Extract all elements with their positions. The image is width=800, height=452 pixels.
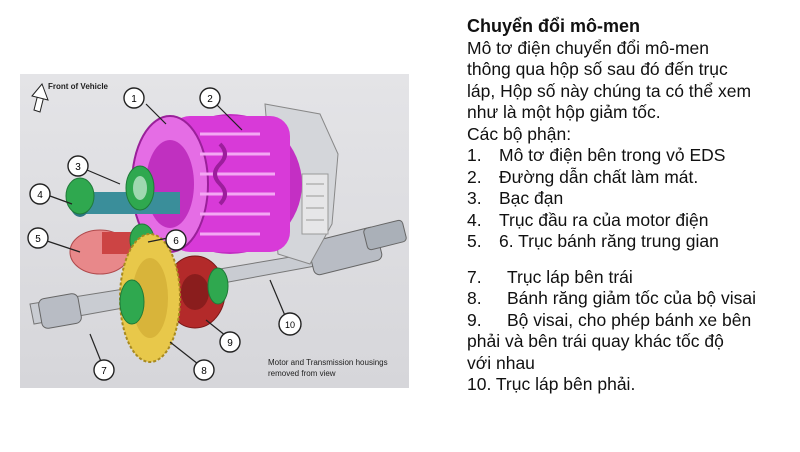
svg-text:1: 1 [131, 94, 137, 105]
svg-text:9: 9 [227, 338, 233, 349]
list-continuation: phải và bên trái quay khác tốc độ [467, 331, 724, 351]
list-text: Bánh răng giảm tốc của bộ visai [507, 288, 757, 308]
callout-7: 7 [93, 359, 115, 381]
callout-10: 10 [278, 312, 302, 336]
list-text: Mô tơ điện bên trong vỏ EDS [499, 145, 726, 165]
list-number: 8. [467, 288, 482, 308]
drivetrain-figure: Front of Vehicle [20, 74, 409, 388]
svg-text:8: 8 [201, 366, 207, 377]
list-continuation: với nhau [467, 352, 535, 373]
list-item: 2. Đường dẫn chất làm mát. [467, 167, 792, 189]
callout-4: 4 [29, 183, 51, 205]
list-item: 8. Bánh răng giảm tốc của bộ visai [467, 288, 792, 310]
list-text: Trục đầu ra của motor điện [499, 209, 709, 230]
callout-3: 3 [67, 155, 89, 177]
callout-1: 1 [123, 87, 145, 109]
list-text: 6. Trục bánh răng trung gian [499, 231, 719, 251]
callout-2: 2 [199, 87, 221, 109]
paragraph-line: Mô tơ điện chuyển đổi mô-men [467, 37, 710, 58]
list-text: Đường dẫn chất làm mát. [499, 166, 699, 187]
list-item: 1. Mô tơ điện bên trong vỏ EDS [467, 145, 792, 167]
list-number: 5. [467, 231, 482, 251]
svg-text:7: 7 [101, 366, 107, 377]
list-item: 7. Trục láp bên trái [467, 267, 792, 289]
paragraph-line: láp, Hộp số này chúng ta có thể xem [467, 80, 752, 101]
list-text: Bộ visai, cho phép bánh xe bên [507, 309, 752, 330]
list-text: Trục láp bên trái [507, 266, 633, 287]
list-number: 1. [467, 145, 482, 165]
list-item-10: 10. Trục láp bên phải. [467, 374, 636, 394]
list-number: 4. [467, 209, 482, 230]
list-number: 3. [467, 188, 482, 208]
list-item: 3. Bạc đạn [467, 188, 792, 210]
svg-text:6: 6 [173, 236, 179, 247]
list-number: 7. [467, 266, 482, 287]
svg-text:3: 3 [75, 162, 81, 173]
list-text: Bạc đạn [499, 188, 564, 208]
svg-text:4: 4 [37, 190, 43, 201]
svg-text:2: 2 [207, 94, 213, 105]
final-drive-gear [119, 233, 181, 363]
paragraph-line: thông qua hộp số sau đó đến trục [467, 59, 728, 79]
front-arrow-icon [31, 83, 49, 113]
callout-markers: 1 2 3 4 5 6 7 8 9 10 [27, 87, 302, 381]
list-number: 2. [467, 166, 482, 187]
paragraph-line: như là một hộp giảm tốc. [467, 102, 661, 122]
callout-8: 8 [193, 359, 215, 381]
list-item: 4. Trục đầu ra của motor điện [467, 210, 792, 232]
parts-title: Các bộ phận: [467, 123, 572, 144]
callout-6: 6 [165, 229, 187, 251]
list-item: 5. 6. Trục bánh răng trung gian [467, 231, 792, 253]
svg-text:5: 5 [35, 234, 41, 245]
svg-text:10: 10 [285, 320, 295, 330]
section-heading: Chuyển đổi mô-men [467, 16, 641, 36]
callout-lines [43, 103, 287, 365]
motor-output-shaft [65, 165, 180, 217]
left-axle-shaft [29, 287, 135, 329]
electric-motor [131, 114, 302, 254]
list-item: 9. Bộ visai, cho phép bánh xe bên [467, 310, 792, 332]
callout-5: 5 [27, 227, 49, 249]
drivetrain-illustration: Front of Vehicle [27, 82, 407, 381]
callout-9: 9 [219, 331, 241, 353]
description-panel: Chuyển đổi mô-men Mô tơ điện chuyển đổi … [467, 16, 792, 396]
figure-caption-line1: Motor and Transmission housings [268, 358, 388, 367]
list-number: 9. [467, 309, 482, 330]
front-of-vehicle-label: Front of Vehicle [48, 82, 109, 91]
figure-caption-line2: removed from view [268, 369, 336, 378]
